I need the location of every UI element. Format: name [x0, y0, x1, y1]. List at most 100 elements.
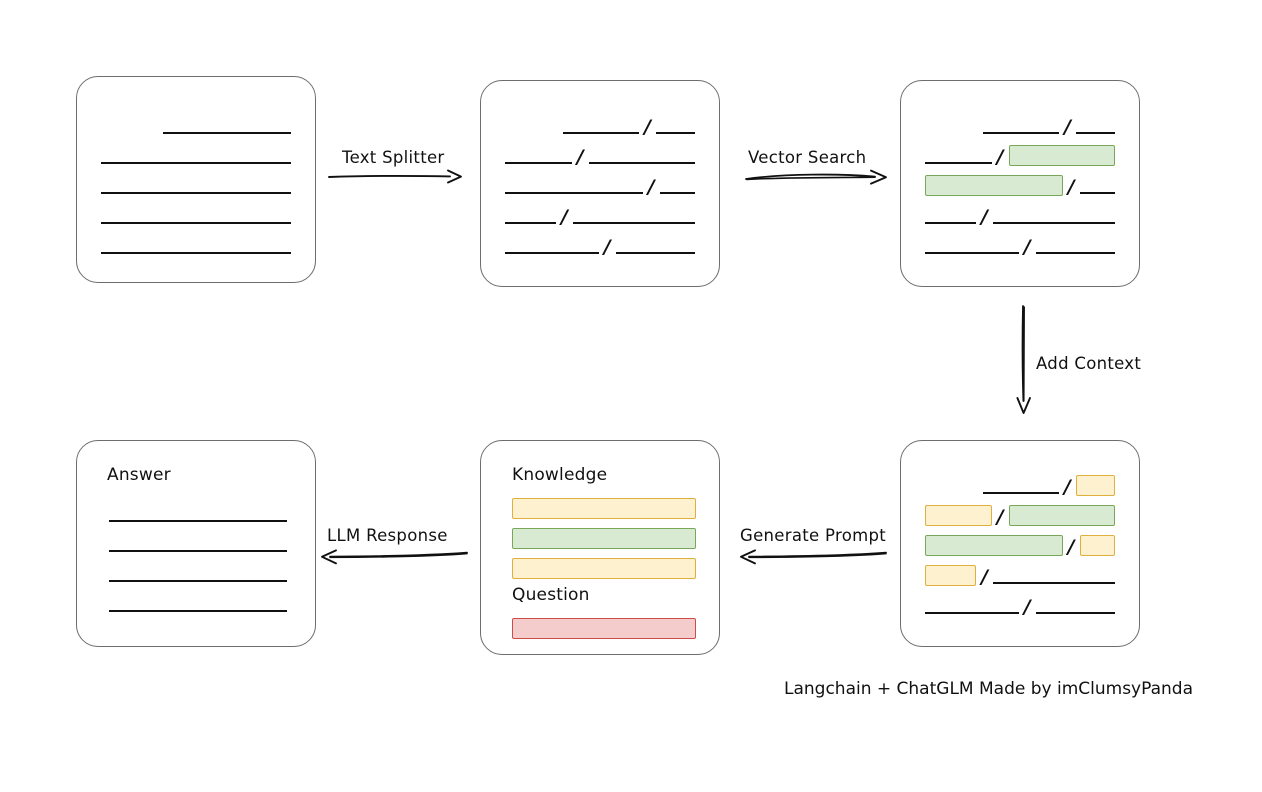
text-line-row: / [925, 561, 1115, 591]
highlight-chip-yellow[interactable] [925, 564, 977, 586]
text-underline-segment [101, 192, 291, 194]
text-underline-segment [1035, 612, 1115, 614]
prompt-bar-yellow[interactable] [512, 557, 696, 579]
node-source-document[interactable] [76, 76, 316, 283]
text-underline-segment [615, 252, 695, 254]
text-underline-segment [109, 550, 287, 552]
edge-vector-search [745, 166, 890, 190]
text-line-row: / [925, 141, 1115, 171]
text-line-row [101, 231, 291, 261]
context-added-lines: ///// [925, 471, 1115, 621]
segment-separator-slash: / [647, 175, 655, 198]
node-context-added[interactable]: ///// [900, 440, 1140, 647]
footer-credit: Langchain + ChatGLM Made by imClumsyPand… [784, 679, 1193, 699]
node-generated-prompt[interactable]: Knowledge Question [480, 440, 720, 655]
segment-separator-slash: / [981, 205, 988, 228]
highlight-chip-green[interactable] [1008, 144, 1115, 166]
prompt-bar-red[interactable] [512, 617, 696, 639]
prompt-bar-green[interactable] [512, 527, 696, 549]
segment-separator-slash: / [996, 145, 1004, 168]
text-underline-segment [588, 162, 695, 164]
text-line-row: / [505, 231, 695, 261]
text-line-row [109, 529, 287, 559]
prompt-bar-row [512, 554, 696, 584]
edge-generate-prompt-label: Generate Prompt [740, 526, 886, 545]
text-underline-segment [925, 222, 976, 224]
text-underline-segment [656, 132, 695, 134]
segment-separator-slash: / [603, 235, 611, 258]
text-line-row: / [505, 171, 695, 201]
segment-separator-slash: / [1067, 175, 1075, 198]
edge-generate-prompt [737, 545, 887, 567]
split-chunks-lines: / / / / / [505, 111, 695, 261]
edge-vector-search-label: Vector Search [748, 148, 867, 167]
text-line-row: / [505, 201, 695, 231]
prompt-bar-yellow[interactable] [512, 497, 696, 519]
text-underline-segment [505, 252, 599, 254]
edge-add-context-label: Add Context [1036, 354, 1142, 373]
highlight-chip-yellow[interactable] [1075, 474, 1115, 496]
text-underline-segment [109, 610, 287, 612]
text-line-row: / [925, 501, 1115, 531]
vector-matches-lines: / / / / / [925, 111, 1115, 261]
edge-text-splitter-label: Text Splitter [342, 148, 445, 167]
text-underline-segment [109, 520, 287, 522]
text-underline-segment [925, 252, 1019, 254]
edge-llm-response-label: LLM Response [327, 526, 448, 545]
text-underline-segment [101, 162, 291, 164]
segment-separator-slash: / [981, 565, 989, 588]
prompt-bar-row [512, 524, 696, 554]
highlight-chip-green[interactable] [925, 174, 1063, 196]
text-underline-segment [505, 222, 556, 224]
node-vector-matches[interactable]: / / / / / [900, 80, 1140, 287]
segment-separator-slash: / [561, 205, 568, 228]
segment-separator-slash: / [576, 145, 584, 168]
text-line-row [101, 171, 291, 201]
node-split-chunks[interactable]: / / / / / [480, 80, 720, 287]
text-underline-segment [101, 252, 291, 254]
edge-llm-response [318, 545, 468, 567]
text-underline-segment [563, 132, 640, 134]
edge-add-context [1013, 305, 1037, 417]
text-underline-segment [505, 192, 643, 194]
text-line-row [109, 559, 287, 589]
knowledge-label: Knowledge [512, 465, 608, 485]
text-line-row: / [925, 201, 1115, 231]
text-line-row: / [925, 231, 1115, 261]
highlight-chip-yellow[interactable] [925, 504, 992, 526]
text-underline-segment [983, 492, 1059, 494]
text-underline-segment [983, 132, 1060, 134]
text-line-row [101, 111, 291, 141]
source-document-lines [101, 111, 291, 261]
text-line-row: / [505, 111, 695, 141]
text-line-row [101, 201, 291, 231]
text-line-row: / [505, 141, 695, 171]
text-line-row: / [925, 591, 1115, 621]
segment-separator-slash: / [1023, 595, 1031, 618]
text-line-row [101, 141, 291, 171]
answer-lines [109, 499, 287, 619]
edge-text-splitter [328, 166, 464, 188]
text-line-row: / [925, 111, 1115, 141]
prompt-bar-row [512, 494, 696, 524]
text-underline-segment [1035, 252, 1115, 254]
text-underline-segment [572, 222, 695, 224]
highlight-chip-green[interactable] [1008, 504, 1115, 526]
segment-separator-slash: / [1063, 475, 1071, 498]
question-label: Question [512, 585, 590, 605]
knowledge-bars [512, 494, 696, 584]
answer-title: Answer [107, 465, 171, 485]
text-underline-segment [101, 222, 291, 224]
text-underline-segment [109, 580, 287, 582]
node-answer[interactable]: Answer [76, 440, 316, 647]
text-underline-segment [163, 132, 291, 134]
text-underline-segment [993, 582, 1115, 584]
text-underline-segment [659, 192, 695, 194]
highlight-chip-green[interactable] [925, 534, 1063, 556]
segment-separator-slash: / [644, 115, 652, 138]
text-underline-segment [505, 162, 572, 164]
highlight-chip-yellow[interactable] [1079, 534, 1115, 556]
text-underline-segment [992, 222, 1115, 224]
segment-separator-slash: / [1023, 235, 1031, 258]
